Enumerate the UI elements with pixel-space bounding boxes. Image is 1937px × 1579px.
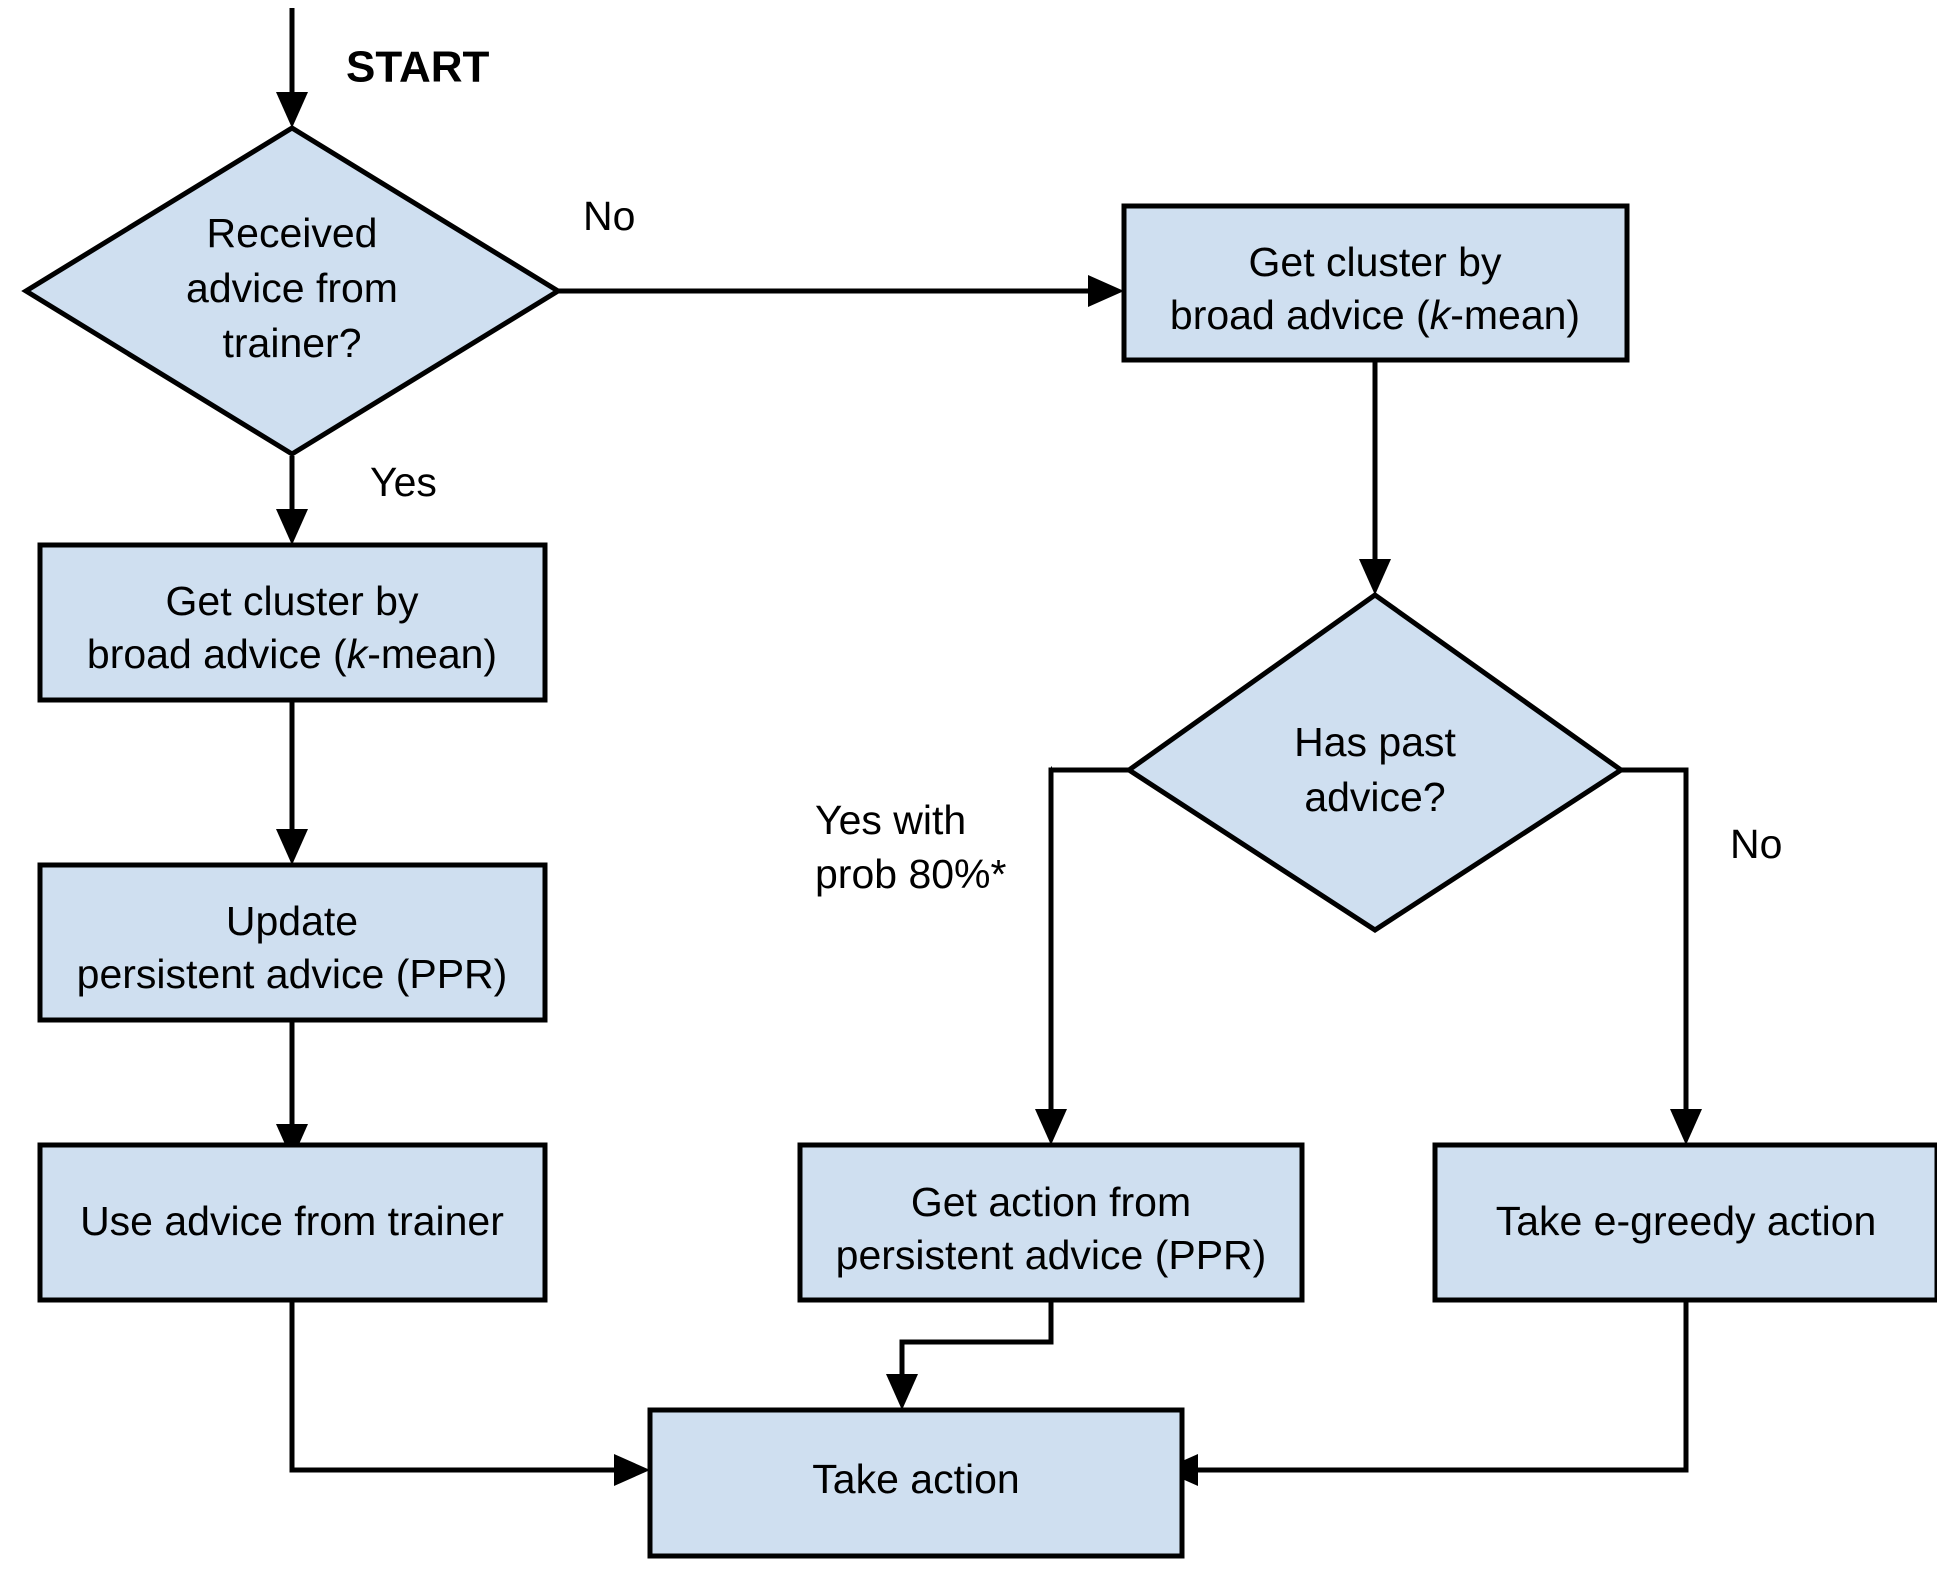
node-received-advice-decision[interactable]: Received advice from trainer? <box>21 125 563 457</box>
node-has-past-advice-decision[interactable]: Has past advice? <box>1124 591 1626 933</box>
connector-start-to-received <box>276 8 308 128</box>
node-take-action-line1: Take action <box>812 1456 1019 1502</box>
node-get-cluster-left[interactable]: Get cluster by broad advice (k-mean) <box>37 542 548 703</box>
edge-label-received-yes: Yes <box>370 459 437 505</box>
connector-cluster-right-to-has-past <box>1359 360 1391 595</box>
connector-received-no-to-cluster-right <box>558 275 1124 307</box>
cluster-left-l2-post: -mean) <box>367 631 497 677</box>
node-use-advice-from-trainer[interactable]: Use advice from trainer <box>37 1142 548 1303</box>
cluster-left-l2-pre: broad advice ( <box>87 631 347 677</box>
node-received-line1: Received <box>207 210 378 256</box>
connector-use-trainer-to-take-action <box>289 1300 650 1486</box>
node-received-line2: advice from <box>186 265 398 311</box>
node-received-line3: trainer? <box>222 320 361 366</box>
node-cluster-left-line2: broad advice (k-mean) <box>87 631 497 677</box>
node-take-e-greedy-action[interactable]: Take e-greedy action <box>1432 1142 1937 1303</box>
node-cluster-right-line1: Get cluster by <box>1249 239 1502 285</box>
connector-cluster-left-to-update <box>276 700 308 865</box>
cluster-left-l2-k: k <box>347 631 370 677</box>
node-get-action-from-ppr[interactable]: Get action from persistent advice (PPR) <box>797 1142 1305 1303</box>
node-get-action-line2: persistent advice (PPR) <box>836 1232 1267 1278</box>
node-cluster-left-line1: Get cluster by <box>166 578 419 624</box>
connector-update-to-use-trainer <box>276 1020 308 1160</box>
node-update-persistent-advice[interactable]: Update persistent advice (PPR) <box>37 862 548 1023</box>
node-egreedy-line1: Take e-greedy action <box>1496 1198 1877 1244</box>
node-has-past-line2: advice? <box>1304 774 1445 820</box>
node-get-action-line1: Get action from <box>911 1179 1191 1225</box>
node-use-trainer-line1: Use advice from trainer <box>80 1198 504 1244</box>
edge-label-received-no: No <box>583 193 635 239</box>
edge-label-past-yes-line2: prob 80%* <box>815 851 1007 897</box>
connector-received-yes-to-cluster-left <box>276 456 308 545</box>
node-update-line2: persistent advice (PPR) <box>77 951 508 997</box>
connector-egreedy-to-take-action <box>1162 1300 1689 1486</box>
edge-label-past-no: No <box>1730 821 1782 867</box>
node-get-cluster-right[interactable]: Get cluster by broad advice (k-mean) <box>1121 203 1630 363</box>
start-label: START <box>346 43 490 92</box>
connector-has-past-yes-to-get-action <box>1035 766 1129 1145</box>
cluster-right-l2-pre: broad advice ( <box>1170 292 1430 338</box>
connector-get-action-to-take-action <box>886 1300 1054 1410</box>
node-has-past-line1: Has past <box>1294 719 1456 765</box>
connector-has-past-no-to-egreedy <box>1621 767 1702 1145</box>
node-cluster-right-line2: broad advice (k-mean) <box>1170 292 1580 338</box>
node-take-action[interactable]: Take action <box>647 1407 1185 1559</box>
cluster-right-l2-k: k <box>1430 292 1453 338</box>
cluster-right-l2-post: -mean) <box>1450 292 1580 338</box>
node-update-line1: Update <box>226 898 358 944</box>
edge-label-past-yes-line1: Yes with <box>815 797 966 843</box>
